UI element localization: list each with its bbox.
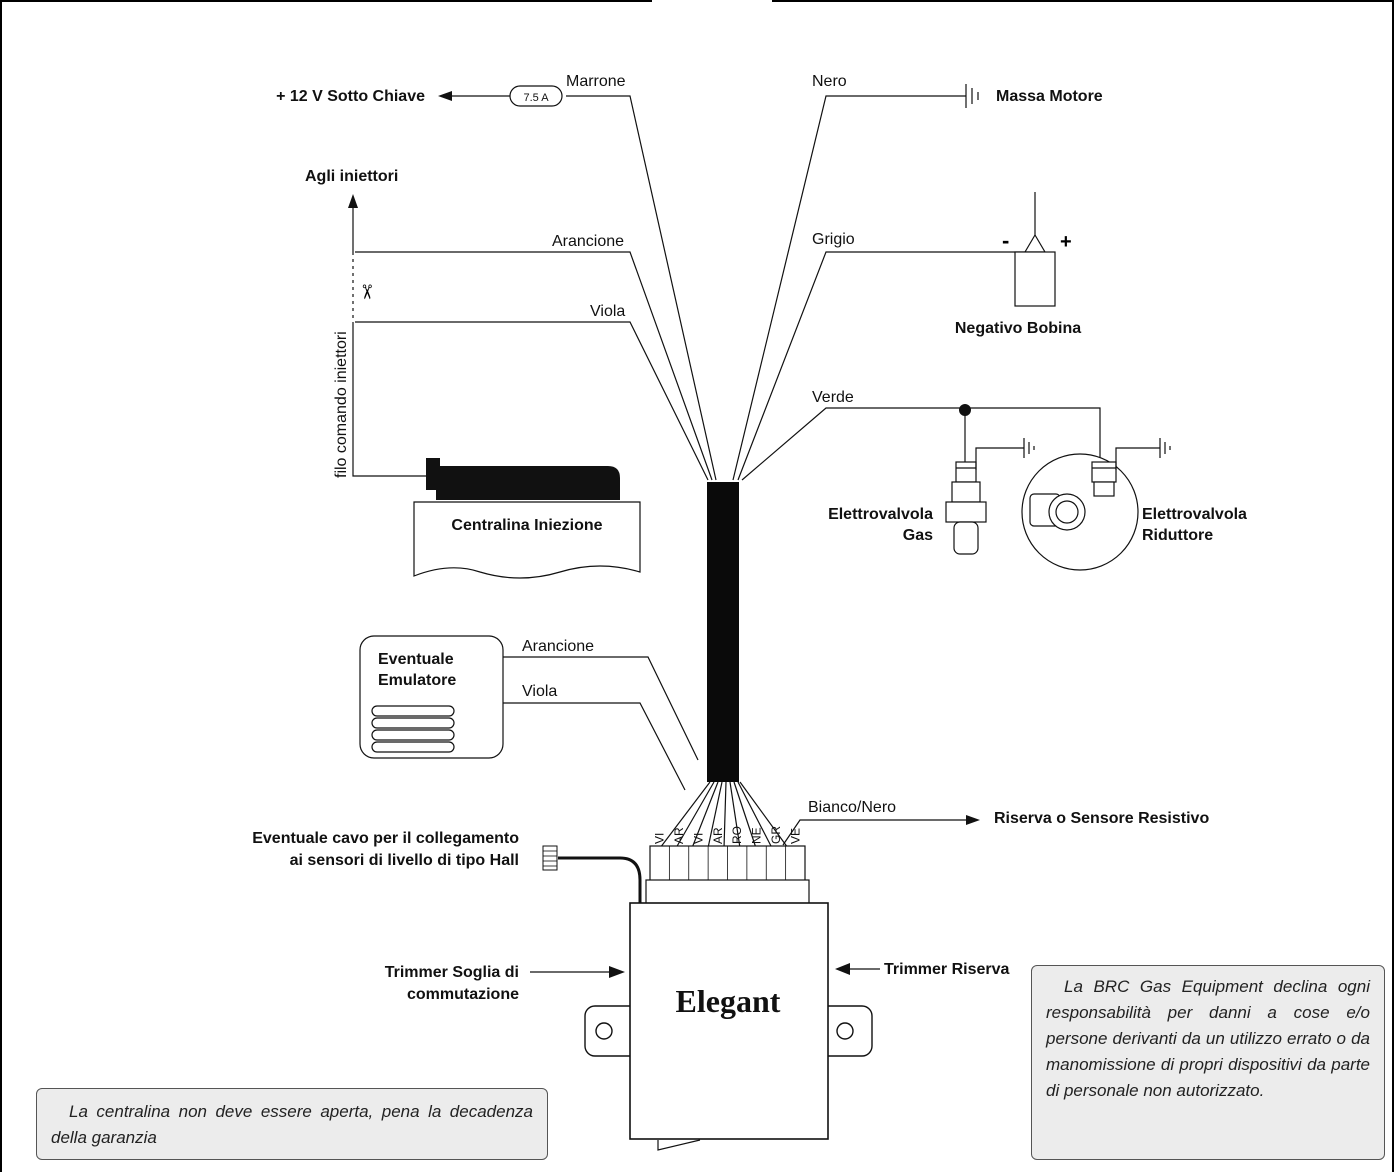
elegant-box — [629, 902, 829, 1140]
mount-hole-left — [595, 1022, 613, 1040]
label-bianco-nero: Bianco/Nero — [808, 799, 896, 816]
label-filo-comando: filo comando iniettori — [333, 331, 350, 478]
label-hall-2: ai sensori di livello di tipo Hall — [290, 852, 519, 869]
connector-pin-label: VI — [653, 833, 667, 844]
connector-pin-label: RO — [730, 826, 744, 844]
coil-icon — [1014, 192, 1056, 307]
label-massa-motore: Massa Motore — [996, 88, 1103, 105]
label-hall-1: Eventuale cavo per il collegamento — [252, 830, 519, 847]
label-centralina-iniezione: Centralina Iniezione — [451, 517, 602, 534]
mount-hole-right — [836, 1022, 854, 1040]
wire-grigio — [737, 251, 1025, 481]
label-agli-iniettori: Agli iniettori — [305, 168, 398, 185]
connector-pin-label: NE — [750, 827, 764, 844]
wire-emulator-viola — [503, 702, 686, 791]
connector-pin-label: VI — [691, 833, 705, 844]
label-emulatore-viola: Viola — [522, 683, 557, 700]
label-trimmer-soglia-2: commutazione — [407, 986, 519, 1003]
device-name: Elegant — [676, 983, 781, 1019]
ground-icon-riduttore — [1159, 438, 1171, 458]
elegant-foot — [657, 1139, 701, 1151]
label-emulatore-2: Emulatore — [378, 672, 456, 689]
hall-connector-ribs — [543, 850, 557, 867]
label-grigio: Grigio — [812, 231, 855, 248]
wire-arancione — [355, 251, 713, 481]
label-elettrovalvola-rid-1: Elettrovalvola — [1142, 506, 1247, 523]
coil-minus-label: - — [1002, 228, 1009, 253]
wire-nero — [732, 95, 966, 481]
harness-fanout — [659, 781, 789, 849]
elettrovalvola-riduttore-icon — [1021, 447, 1160, 571]
arrow-trimmer-riserva-head — [835, 963, 850, 975]
label-elettrovalvola-gas-2: Gas — [903, 527, 933, 544]
wiring-harness — [707, 482, 739, 782]
label-emulatore-arancione: Arancione — [522, 638, 594, 655]
label-negativo-bobina: Negativo Bobina — [955, 320, 1081, 337]
coil-plus-label: + — [1060, 231, 1072, 253]
injector-line-bottom — [352, 322, 428, 477]
wire-bianco-nero — [782, 819, 970, 846]
label-plus12v: + 12 V Sotto Chiave — [276, 88, 425, 105]
connector-pin-label: AR — [672, 827, 686, 844]
centralina-iniezione-body — [413, 501, 641, 579]
arrow-riserva-head — [966, 815, 980, 825]
fuse-label: 7.5 A — [523, 92, 549, 104]
wire-emulator-arancione — [503, 656, 699, 761]
hall-cable — [558, 856, 642, 905]
wire-marrone — [566, 95, 717, 481]
label-elettrovalvola-rid-2: Riduttore — [1142, 527, 1213, 544]
elettrovalvola-gas-icon — [945, 447, 1024, 555]
label-viola: Viola — [590, 303, 625, 320]
ground-icon-massa — [965, 84, 979, 108]
fuse — [509, 85, 563, 107]
label-marrone: Marrone — [566, 73, 626, 90]
arrow-trimmer-soglia-head — [609, 966, 625, 978]
label-arancione: Arancione — [552, 233, 624, 250]
label-emulatore-1: Eventuale — [378, 651, 454, 668]
verde-junction-dot — [959, 404, 971, 416]
wire-viola — [355, 321, 709, 481]
ground-icon-gas — [1023, 438, 1035, 458]
liability-note: La BRC Gas Equipment declina ogni respon… — [1031, 965, 1385, 1160]
connector-pin-label: GR — [769, 826, 783, 844]
frame-notch — [652, 0, 772, 8]
connector-pin-label: VE — [788, 828, 802, 844]
scissors-icon: ✂ — [355, 284, 377, 301]
connector-pin-label: AR — [711, 827, 725, 844]
hall-connector — [542, 845, 558, 871]
arrow-12v-head — [438, 91, 452, 101]
arrow-iniettori-head — [348, 194, 358, 208]
label-trimmer-riserva: Trimmer Riserva — [884, 961, 1010, 978]
connector-pins: VI AR VI AR RO NE GR VE — [653, 826, 802, 882]
label-elettrovalvola-gas-1: Elettrovalvola — [828, 506, 933, 523]
emulatore-vents — [371, 705, 455, 753]
label-nero: Nero — [812, 73, 847, 90]
label-riserva-sensore: Riserva o Sensore Resistivo — [994, 810, 1209, 827]
centralina-connector — [426, 458, 620, 500]
label-verde: Verde — [812, 389, 854, 406]
connector-base — [645, 879, 810, 905]
label-trimmer-soglia-1: Trimmer Soglia di — [385, 964, 519, 981]
warranty-note: La centralina non deve essere aperta, pe… — [36, 1088, 548, 1160]
